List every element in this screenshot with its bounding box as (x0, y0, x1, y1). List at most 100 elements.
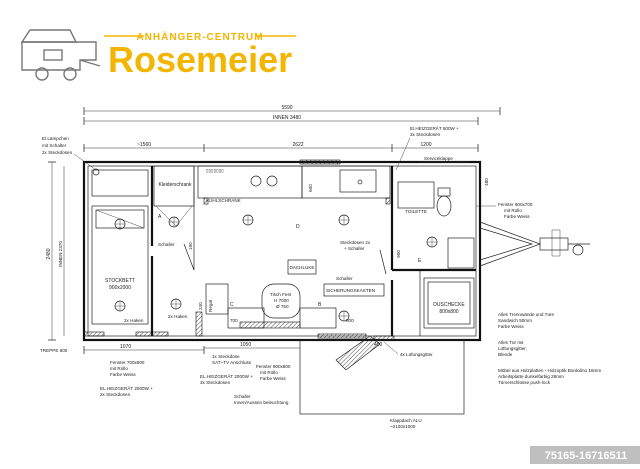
vents-label: 4x Lüfungsgitter (400, 352, 433, 357)
lamp-line1: El.Lämpchen (42, 136, 69, 141)
kitchen-text-hatch: ▯▯▯▯▯▯▯ (206, 168, 224, 173)
wardrobe: Kleiderschrank A Schaller (155, 182, 195, 271)
dim-800: 800 (346, 318, 354, 323)
notes-walls-2: Sandwich 50mm (498, 318, 532, 323)
notes-walls-1: Alles Trennwände und Türe (498, 312, 555, 317)
sockets-2x-line2: + Schaller (344, 246, 365, 251)
table-label-2: H 7000 (274, 298, 289, 303)
hooks: 2x Haken 2x Haken 190 240 (124, 242, 203, 323)
shower-label: DUSCHECKE (433, 302, 465, 308)
heater-mid-line1: EL.HEIZGERÄT 2000W + (200, 373, 253, 379)
left-dimensions: 2480 INNEN 2370 (46, 161, 65, 341)
notes-furniture-3: Türverschlüsse push-lock (498, 380, 551, 385)
window-900-line3: Farbe Weiss (260, 376, 286, 381)
wardrobe-label: Kleiderschrank (158, 182, 192, 188)
bunk-bed-label: STOCKBETT (105, 278, 135, 284)
lamp-line2: mit Schalter (42, 143, 67, 148)
service-hatch-label: Serviceklappe (424, 156, 453, 161)
dim-190: 190 (188, 242, 193, 250)
watermark-text: 75165-16716511 (545, 450, 628, 462)
window-top-line3: Farbe Weiss (504, 214, 530, 219)
window-700-line1: Fenster 700x800 (110, 360, 145, 365)
trailer-logo-icon (20, 29, 101, 81)
dim-700: 700 (230, 318, 238, 323)
lamp-icon (92, 168, 100, 176)
dim-2622: 2622 (292, 142, 303, 148)
bedroom-area: STOCKBETT 900x2000 (91, 168, 149, 325)
outer-walls (82, 160, 482, 342)
window-700-line3: Farbe Weiss (110, 372, 136, 377)
shower-size: 800x800 (439, 309, 458, 315)
notes-furniture-2: Arbeitsplatte dunkelfarbig 28mm (498, 374, 564, 379)
heater-mid-line2: 3x Steckdosen (200, 380, 231, 385)
window-900-line2: mit Rollo (260, 370, 278, 375)
bunk-bed (91, 205, 149, 325)
table-label-3: Ø 750 (276, 304, 289, 309)
letter-b: B (318, 302, 322, 308)
dim-inner-height: INNEN 2370 (58, 241, 63, 267)
notes-furniture-1: Möbel aus Holzplatten - Holzoptik Bordol… (498, 368, 601, 373)
bunk-bed-size: 900x2000 (109, 285, 131, 291)
fold-down-ramp: Klappdach ALU ~2100x1000 (299, 335, 465, 429)
company-name: Rosemeier (108, 39, 292, 80)
lamp-line3: 2x Steckdosen (42, 150, 73, 155)
bottom-notes: 1x Steckdose SAT+TV Anschluss Fenster 70… (100, 341, 433, 405)
notes-doors-2: Lüftungsgitter, (498, 346, 527, 351)
company-logo: ANHÄNGER-CENTRUM Rosemeier (20, 29, 296, 81)
window-top-line2: mit Rollo (504, 208, 522, 213)
toilet-label: TOILETTE (405, 209, 427, 214)
stairs-label: TREPPE 800 (40, 348, 68, 353)
dim-1200: 1200 (420, 142, 431, 148)
roof-hatch (287, 259, 317, 275)
dim-480: 480 (484, 178, 489, 186)
sink-icon (339, 169, 377, 193)
bathroom-window (447, 237, 475, 269)
letter-d: D (296, 224, 300, 230)
notes-doors-1: Alles Tür mit (498, 340, 524, 345)
service-hatch: Serviceklappe El.HEIZGERÄT 500W + 3x Ste… (395, 125, 489, 186)
table-label-1: Tisch Fest (270, 292, 292, 297)
bench-left (227, 307, 265, 329)
window-900-line1: Fenster 900x800 (256, 364, 291, 369)
sockets-2x-line1: Steckdosen 2x (340, 240, 371, 245)
cooktop-icon (250, 175, 262, 187)
bathroom-area: TOILETTE E DUSCHECKE 800x800 Steckdosen … (336, 181, 475, 329)
cooktop-icon (266, 175, 278, 187)
switch-label-2: Schaller (336, 276, 353, 281)
window-note-right: Fenster 600x700 mit Rollo Farbe Weiss (476, 202, 533, 219)
company-name-top: ANHÄNGER-CENTRUM (136, 30, 263, 43)
bench-right (299, 307, 337, 329)
shelf (205, 283, 229, 315)
drawbar (479, 221, 590, 267)
window-top-line1: Fenster 600x700 (498, 202, 533, 207)
dim-1560: ~1560 (137, 142, 151, 148)
socket-1x-line2: SAT+TV Anschluss (212, 360, 252, 365)
fridge-label: KÜHLSCHRANK (206, 197, 242, 203)
table (261, 283, 301, 319)
bottom-dimensions: 1070 TREPPE 800 1050 400 (40, 342, 383, 354)
lounge-area: Tisch Fest H 7000 Ø 750 C B Regal SICHER… (170, 283, 385, 329)
interior-walls (83, 159, 476, 341)
window-700-line2: mit Rollo (110, 366, 128, 371)
switch-inout-line2: Innen/Aussen beleuchtung (234, 400, 289, 405)
watermark: 75165-16716511 (530, 446, 640, 464)
ramp-label-2: ~2100x1000 (390, 424, 416, 429)
lamp-note: El.Lämpchen mit Schalter 2x Steckdosen (42, 136, 97, 171)
shower (423, 277, 475, 329)
heater-left-line2: 2x Steckdosen (100, 392, 131, 397)
dim-240: 240 (198, 302, 203, 310)
notes-walls-3: Farbe Weiss (498, 324, 524, 329)
shelf-label: Regal (208, 300, 213, 312)
construction-notes: Alles Trennwände und Türe Sandwich 50mm … (498, 312, 601, 385)
letter-c: C (230, 302, 234, 308)
ramp-label-1: Klappdach ALU (390, 418, 422, 423)
dim-height-2480: 2480 (46, 248, 52, 259)
washbasin (397, 181, 435, 209)
dim-1070: 1070 (120, 344, 131, 350)
roof-hatch-label: DACHLUKE (289, 265, 314, 270)
toilet-icon (436, 195, 452, 217)
notes-doors-3: Blende (498, 352, 513, 357)
dim-1050: 1050 (240, 342, 251, 348)
